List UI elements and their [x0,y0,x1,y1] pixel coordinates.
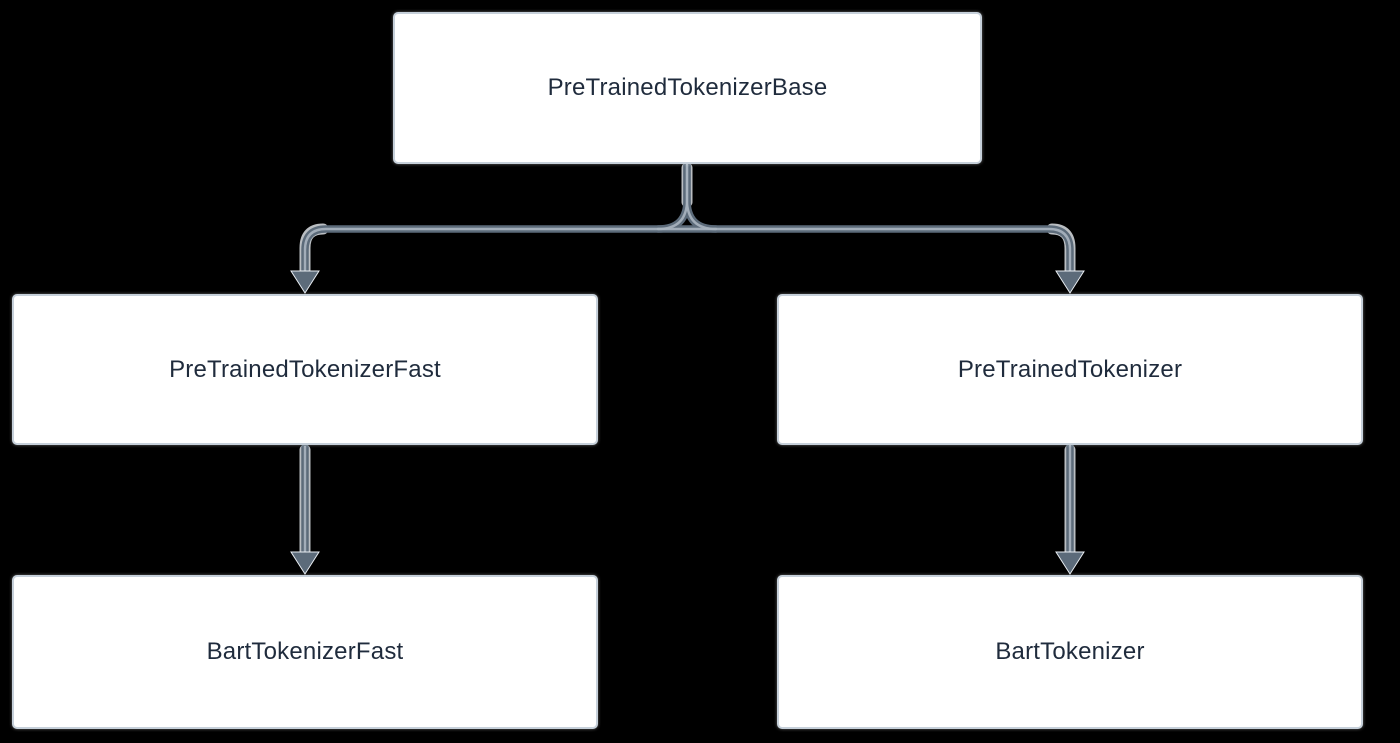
node-label: BartTokenizerFast [206,638,404,665]
right-drop-outline [1046,223,1076,278]
node-label: PreTrainedTokenizer [957,355,1183,383]
edge-crossbar [301,225,1074,278]
edge-base-to-slow-branch [683,161,720,233]
arrowhead-to-slow [1055,270,1085,294]
edge-crossbar-highlight [303,227,1072,276]
arrowhead-to-bartfast [290,551,320,575]
node-label: BartTokenizer [995,638,1145,665]
node-pretrained-tokenizer-fast: PreTrainedTokenizerFast [12,294,598,445]
node-pretrained-tokenizer-base: PreTrainedTokenizerBase [393,12,982,164]
arrowhead-to-bart [1055,551,1085,575]
node-bart-tokenizer-fast: BartTokenizerFast [12,575,598,729]
edge-base-to-slow-branch-highlight [685,163,718,231]
arrowhead-to-fast [290,270,320,294]
edge-base-to-fast-branch-highlight [656,163,689,231]
node-label: PreTrainedTokenizerFast [169,355,441,383]
edge-base-to-fast-branch [654,161,691,233]
left-drop-outline [299,223,329,278]
node-bart-tokenizer: BartTokenizer [777,575,1363,729]
node-label: PreTrainedTokenizerBase [547,74,828,101]
node-pretrained-tokenizer: PreTrainedTokenizer [777,294,1363,445]
